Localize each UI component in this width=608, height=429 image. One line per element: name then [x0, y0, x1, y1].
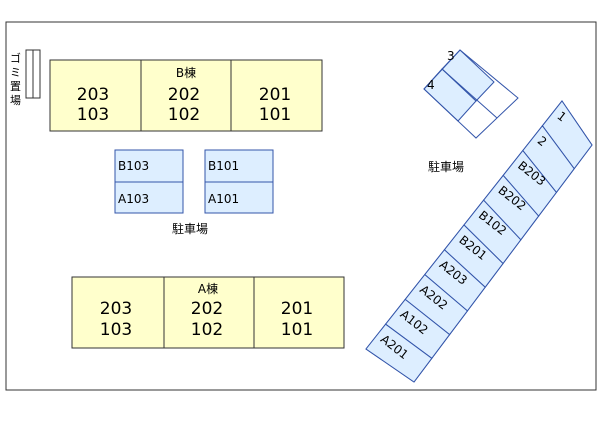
parking-slot-label: 3	[447, 49, 455, 63]
parking-slot	[365, 323, 433, 383]
parking-slot-label: 4	[427, 78, 435, 92]
unit-lower-number: 101	[259, 105, 291, 125]
building-b-unit: 202 102	[168, 85, 200, 125]
building-a-unit: 201 101	[281, 299, 313, 340]
building-a-unit: 202 102	[191, 299, 223, 340]
garbage-label-char: 場	[10, 94, 21, 107]
right-parking-label: 駐車場	[428, 159, 464, 174]
garbage-label-char: ゴ	[10, 51, 21, 65]
garbage-label-char: 置	[10, 80, 21, 93]
building-a-outline	[71, 276, 345, 349]
unit-upper-number: 201	[259, 85, 291, 105]
garbage-label: ゴ ミ 置 場	[10, 51, 21, 107]
building-b-unit: 203 103	[77, 85, 109, 125]
unit-lower-number: 103	[100, 320, 132, 340]
building-b-outline	[49, 59, 323, 132]
unit-lower-number: 103	[77, 105, 109, 125]
building-a: A棟 203 103 202 102 201 101	[71, 276, 345, 349]
unit-upper-number: 203	[100, 299, 132, 319]
small-parking-block: 3 4	[423, 49, 519, 139]
garbage-label-char: ミ	[10, 66, 21, 79]
parking-slot	[114, 181, 184, 214]
unit-upper-number: 202	[168, 85, 200, 105]
building-a-label: A棟	[198, 281, 218, 296]
unit-lower-number: 102	[191, 320, 223, 340]
building-a-unit: 203 103	[100, 299, 132, 340]
parking-slot-label: B101	[208, 159, 239, 173]
building-b: B棟 203 103 202 102 201 101	[49, 59, 323, 132]
small-block-outline	[423, 49, 519, 139]
unit-upper-number: 203	[77, 85, 109, 105]
unit-upper-number: 201	[281, 299, 313, 319]
building-b-unit: 201 101	[259, 85, 291, 125]
parking-slot-label: A103	[118, 192, 149, 206]
garbage-area: ゴ ミ 置 場	[10, 49, 41, 107]
parking-slot-label: B103	[118, 159, 149, 173]
unit-lower-number: 102	[168, 105, 200, 125]
unit-upper-number: 202	[191, 299, 223, 319]
parking-slot	[204, 181, 274, 214]
building-b-label: B棟	[176, 65, 196, 80]
parking-slot-label: A101	[208, 192, 239, 206]
center-parking-label: 駐車場	[172, 221, 208, 236]
unit-lower-number: 101	[281, 320, 313, 340]
small-block-divider	[441, 68, 498, 119]
center-parking: B103 A103 B101 A101 駐車場	[114, 149, 274, 236]
